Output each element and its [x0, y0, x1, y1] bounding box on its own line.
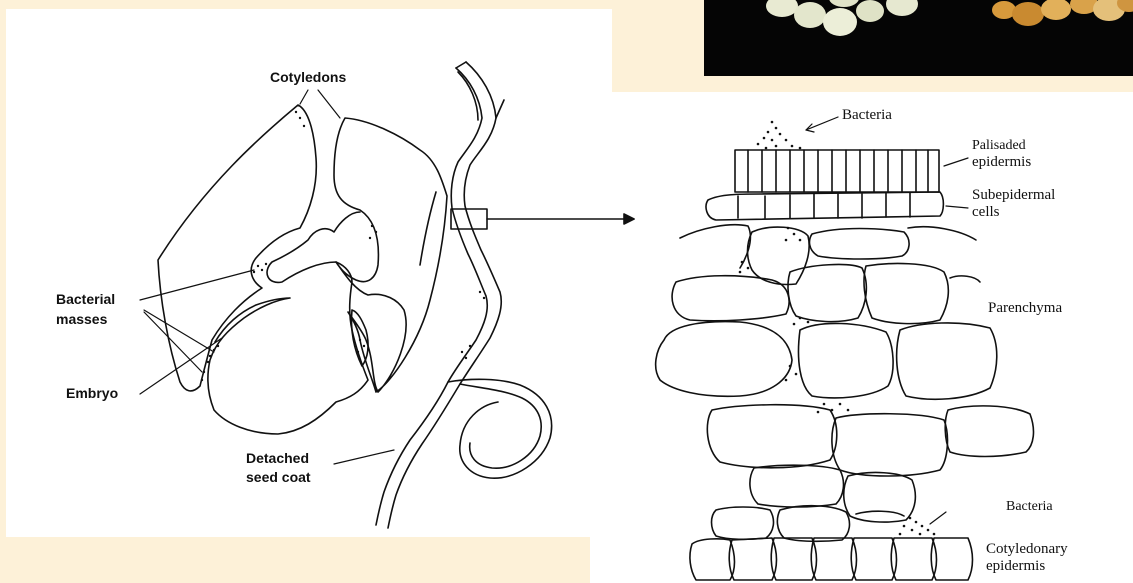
label-bacterial-masses-line1: Bacterial: [56, 292, 115, 307]
label-detached-seed-coat-line2: seed coat: [246, 470, 311, 485]
label-parenchyma: Parenchyma: [988, 301, 1062, 316]
embryo: [208, 212, 368, 434]
label-detached-seed-coat-line1: Detached: [246, 451, 309, 466]
label-subepidermal-line2: cells: [972, 205, 1000, 220]
label-palisaded-line1: Palisaded: [972, 138, 1026, 153]
left-leader-lines: [140, 90, 394, 464]
label-cotyledonary-line2: epidermis: [986, 559, 1045, 574]
label-cotyledonary-line1: Cotyledonary: [986, 542, 1068, 557]
cotyledon-right: [334, 118, 447, 392]
subepidermal-cells: [706, 192, 943, 220]
label-subepidermal-line1: Subepidermal: [972, 188, 1055, 203]
label-cotyledons: Cotyledons: [270, 70, 346, 85]
palisade-epidermis: [735, 150, 939, 192]
cotyledon-left: [158, 105, 316, 391]
parenchyma-cells: [656, 225, 1034, 542]
cotyledonary-epidermis: [690, 538, 973, 580]
magnify-arrowhead: [624, 214, 634, 224]
label-palisaded-line2: epidermis: [972, 155, 1031, 170]
label-bacterial-masses-line2: masses: [56, 312, 107, 327]
bacterial-mass-dots: [201, 111, 485, 381]
seed-coat: [376, 62, 552, 528]
label-bacteria-top: Bacteria: [842, 108, 892, 123]
label-bacteria-bottom: Bacteria: [1006, 499, 1053, 514]
label-embryo: Embryo: [66, 386, 118, 401]
